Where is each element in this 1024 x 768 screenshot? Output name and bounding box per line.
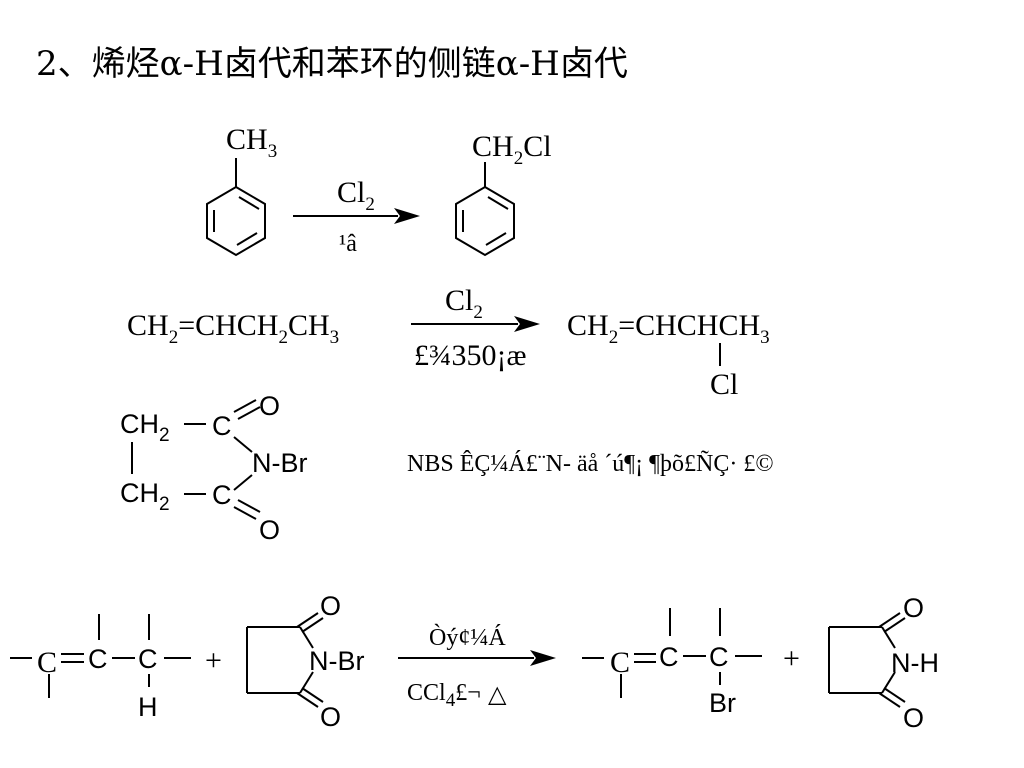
- product-c1: C: [610, 646, 630, 679]
- product-c3: C: [709, 642, 729, 672]
- reaction2-arrow: Cl2 £¾350¡æ: [411, 284, 540, 372]
- reaction2-product-chlorine: Cl: [710, 368, 738, 401]
- nbs-carbon-bottom: C: [212, 480, 232, 510]
- reaction2-product: CH2=CHCHCH3: [567, 309, 770, 348]
- toluene-methyl-label: CH3: [226, 123, 277, 162]
- reaction3-nbs-n-br: N-Br: [309, 646, 365, 676]
- nbs-structure: CH2 C O N-Br CH2 C O: [120, 391, 308, 545]
- reaction1-reagent: Cl2: [337, 176, 375, 215]
- nbs-carbon-top: C: [212, 411, 232, 441]
- reaction1-condition: ¹â: [339, 231, 357, 257]
- reaction3-condition-initiator: Òý¢¼Á: [429, 624, 506, 651]
- benzyl-chloride-label: CH2Cl: [472, 130, 552, 169]
- reaction2-reactant: CH2=CHCH2CH3: [127, 309, 339, 348]
- alkene-c3: C: [138, 644, 158, 674]
- succinimide-n-h: N-H: [891, 648, 939, 678]
- reaction3-condition-solvent: CCl4£¬: [407, 680, 481, 711]
- reaction3-nbs-oxygen-bottom: O: [320, 702, 341, 732]
- reaction3-alkene: C C C H: [10, 614, 191, 722]
- succinimide-oxygen-top: O: [903, 593, 924, 623]
- reaction2-reagent: Cl2: [445, 284, 483, 323]
- reaction3-arrow: Òý¢¼Á CCl4£¬ △: [398, 624, 556, 711]
- plus-sign-1: +: [205, 644, 222, 677]
- nbs-n-br: N-Br: [252, 448, 308, 478]
- nbs-caption: NBS ÊÇ¼Á£¨N- äå ´ú¶¡ ¶þõ£ÑÇ· £©: [407, 451, 774, 477]
- reaction3-nbs-oxygen-top: O: [320, 591, 341, 621]
- alkene-c2: C: [88, 644, 108, 674]
- alkene-hydrogen: H: [138, 692, 158, 722]
- reaction2-condition: £¾350¡æ: [414, 339, 527, 372]
- product-c2: C: [659, 642, 679, 672]
- nbs-oxygen-bottom: O: [259, 515, 280, 545]
- succinimide-oxygen-bottom: O: [903, 703, 924, 733]
- product-bromine: Br: [709, 688, 736, 718]
- reaction1-arrow: Cl2 ¹â: [293, 176, 420, 257]
- toluene-structure: CH3: [206, 123, 277, 257]
- reaction3-nbs-ring: O N-Br O: [246, 591, 365, 732]
- nbs-ch2-bottom: CH2: [120, 478, 170, 515]
- nbs-ch2-top: CH2: [120, 409, 170, 446]
- reaction3-product: C C C Br: [582, 608, 762, 718]
- page-title: 2、烯烃α-H卤代和苯环的侧链α-H卤代: [36, 44, 628, 84]
- alkene-c1: C: [37, 646, 57, 679]
- reaction3-heat-symbol: △: [488, 682, 507, 708]
- plus-sign-2: +: [783, 642, 800, 675]
- succinimide-structure: O N-H O: [828, 593, 939, 733]
- nbs-oxygen-top: O: [259, 391, 280, 421]
- benzyl-chloride-structure: CH2Cl: [455, 130, 552, 257]
